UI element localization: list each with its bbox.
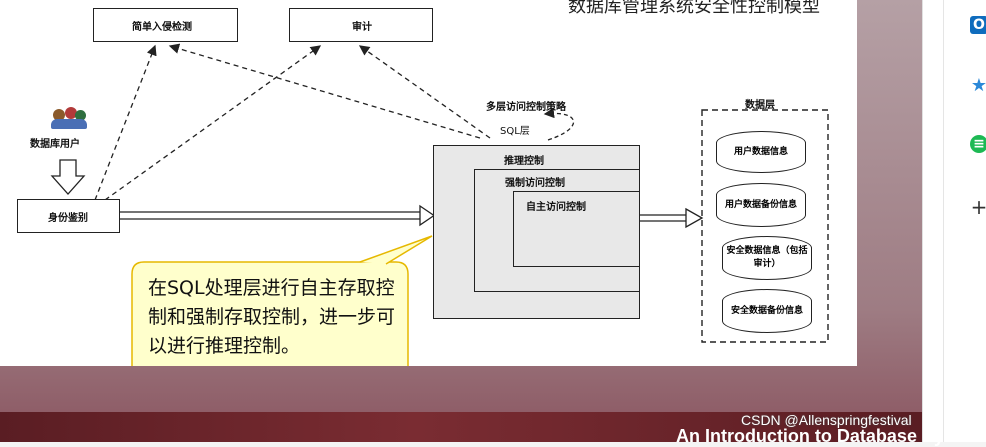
data-cylinder: 安全数据备份信息 <box>722 289 812 333</box>
slide-canvas: 数据库管理系统安全性控制模型 <box>0 0 857 366</box>
discretionary-control-box: 自主访问控制 <box>513 191 640 267</box>
slide-title: 数据库管理系统安全性控制模型 <box>568 0 820 17</box>
audit-box: 审计 <box>289 8 433 42</box>
footer-bar <box>0 412 922 442</box>
browser-sidebar <box>922 0 986 442</box>
outlook-icon[interactable]: O <box>970 16 986 34</box>
data-cylinder: 用户数据备份信息 <box>716 183 806 227</box>
db-user-label: 数据库用户 <box>30 139 80 150</box>
multilayer-policy-label: 多层访问控制策略 <box>486 102 566 113</box>
callout-text: 在SQL处理层进行自主存取控制和强制存取控制，进一步可以进行推理控制。 <box>148 277 396 357</box>
footer-title: An Introduction to Database System <box>675 426 986 446</box>
watermark: CSDN @Allenspringfestival <box>741 412 912 428</box>
data-cylinder: 安全数据信息（包括审计） <box>722 236 812 280</box>
spotify-icon[interactable]: ≡ <box>970 135 986 153</box>
sidebar-divider <box>943 0 944 442</box>
data-cylinder: 用户数据信息 <box>716 131 806 173</box>
intrusion-detection-box: 简单入侵检测 <box>93 8 238 42</box>
sql-layer-label: SQL层 <box>500 126 530 137</box>
data-layer-title: 数据层 <box>745 100 775 111</box>
plus-icon[interactable]: + <box>970 195 986 219</box>
db-user-icon <box>51 107 89 131</box>
star-bookmark-icon[interactable]: ★ <box>970 74 986 96</box>
auth-box: 身份鉴别 <box>17 199 120 233</box>
